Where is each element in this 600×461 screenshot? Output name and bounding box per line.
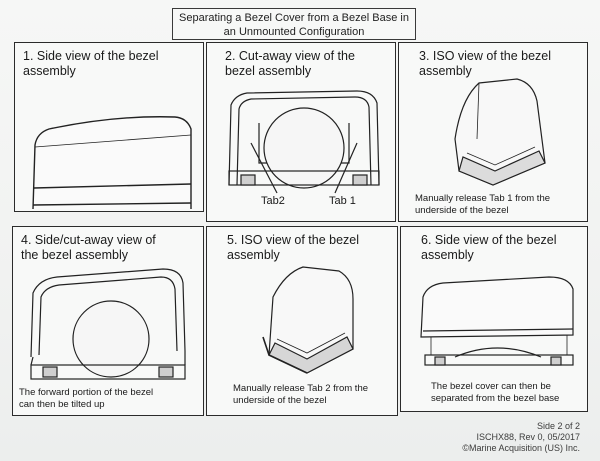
panel-3-iso-view: 3. ISO view of the bezel assembly Manual… [398,42,588,222]
panel-6-caption-line-1: The bezel cover can then be [431,381,551,392]
panel-4-title-line-2: the bezel assembly [21,248,129,262]
panel-3-title-line-2: assembly [419,64,472,78]
panel-4-title-line-1: 4. Side/cut-away view of [21,233,156,247]
panel-5-bezel-iso-drawing [262,266,354,374]
panel-6-side-view: 6. Side view of the bezel assembly The b… [400,226,588,412]
document-title-line-1: Separating a Bezel Cover from a Bezel Ba… [179,12,409,24]
panel-2-title-line-1: 2. Cut-away view of the [225,49,355,63]
panel-5-caption: Manually release Tab 2 from the undersid… [233,383,368,407]
panel-6-bezel-separated-drawing [420,276,574,366]
panel-2-title-line-2: bezel assembly [225,64,312,78]
panel-5-title-line-1: 5. ISO view of the bezel [227,233,360,247]
panel-6-title-line-2: assembly [421,248,474,262]
panel-3-title: 3. ISO view of the bezel assembly [419,49,551,79]
tab-2-label: Tab2 [261,195,285,207]
panel-6-title: 6. Side view of the bezel assembly [421,233,557,263]
panel-5-caption-line-2: underside of the bezel [233,395,327,406]
panel-6-caption: The bezel cover can then be separated fr… [431,381,559,405]
panel-4-side-cutaway-view: 4. Side/cut-away view of the bezel assem… [12,226,204,416]
panel-6-caption-line-2: separated from the bezel base [431,393,560,404]
panel-3-bezel-iso-drawing [454,78,546,186]
footer-page-indicator: Side 2 of 2 [536,421,580,431]
panel-4-caption: The forward portion of the bezel can the… [19,387,153,411]
panel-5-title: 5. ISO view of the bezel assembly [227,233,359,263]
panel-4-title: 4. Side/cut-away view of the bezel assem… [21,233,156,263]
panel-2-cutaway-view: 2. Cut-away view of the bezel assembly T… [206,42,396,222]
panel-3-title-line-1: 3. ISO view of the bezel [419,49,552,63]
panel-5-caption-line-1: Manually release Tab 2 from the [233,383,369,394]
panel-4-caption-line-1: The forward portion of the bezel [19,387,154,398]
panel-4-caption-line-2: can then be tilted up [19,399,105,410]
panel-2-bezel-cutaway-drawing [228,90,380,194]
panel-3-caption: Manually release Tab 1 from the undersid… [415,193,550,217]
footer-copyright: ©Marine Acquisition (US) Inc. [462,443,580,453]
panel-1-title-line-1: 1. Side view of the bezel [23,49,159,63]
panel-1-bezel-side-drawing [32,116,192,210]
panel-5-title-line-2: assembly [227,248,280,262]
footer-document-revision: ISCHX88, Rev 0, 05/2017 [476,432,580,442]
document-title-line-2: an Unmounted Configuration [223,26,365,38]
tab-1-label: Tab 1 [329,195,356,207]
panel-3-caption-line-1: Manually release Tab 1 from the [415,193,551,204]
panel-1-title-line-2: assembly [23,64,76,78]
panel-1-title: 1. Side view of the bezel assembly [23,49,159,79]
panel-3-caption-line-2: underside of the bezel [415,205,509,216]
document-footer: Side 2 of 2 ISCHX88, Rev 0, 05/2017 ©Mar… [462,421,580,454]
panel-4-bezel-tilted-drawing [30,268,186,380]
panel-6-title-line-1: 6. Side view of the bezel [421,233,557,247]
panel-5-iso-view: 5. ISO view of the bezel assembly Manual… [206,226,398,416]
panel-2-title: 2. Cut-away view of the bezel assembly [225,49,355,79]
document-title-box: Separating a Bezel Cover from a Bezel Ba… [172,8,416,40]
panel-1-side-view: 1. Side view of the bezel assembly [14,42,204,212]
